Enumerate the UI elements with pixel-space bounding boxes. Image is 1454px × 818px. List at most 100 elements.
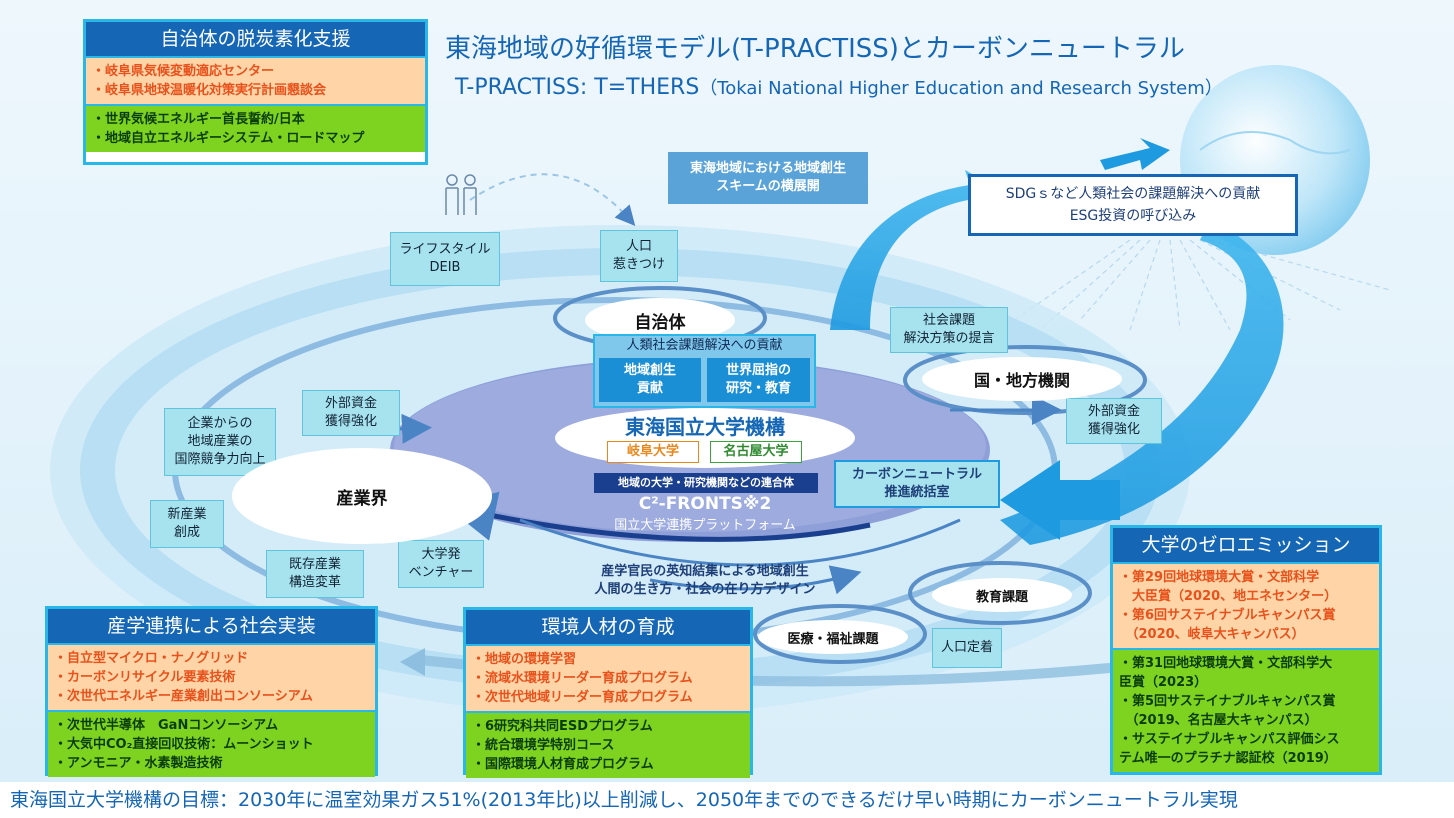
list-item: ・第5回サステイナブルキャンパス賞 [1119, 694, 1336, 709]
label-line: 獲得強化 [324, 414, 377, 429]
list-item: ・地域の環境学習 [472, 652, 577, 667]
label-line: 惹きつけ [612, 257, 665, 272]
box-line: 研究・教育 [725, 381, 791, 396]
callout-line: スキームの横展開 [716, 179, 820, 194]
label-population: 人口惹きつけ [600, 230, 678, 282]
list-item: ・岐阜県気候変動適応センター [92, 64, 275, 79]
panel-zero-emission: 大学のゼロエミッション ・第29回地球環境大賞・文部科学 大臣賞（2020、地エ… [1110, 525, 1382, 775]
label-cn-office: カーボンニュートラル推進統括室 [834, 460, 1000, 508]
label-company: 企業からの地域産業の国際競争力向上 [164, 408, 276, 476]
platform-subtitle: 国立大学連携プラットフォーム [614, 518, 796, 533]
list-item: （2019、名古屋大キャンパス） [1119, 713, 1318, 728]
box-line: 地域創生 [623, 363, 676, 378]
panel-header: 産学連携による社会実装 [48, 609, 375, 643]
label-venture: 大学発ベンチャー [398, 540, 484, 588]
list-item: ・自立型マイクロ・ナノグリッド [54, 651, 249, 666]
list-item: ・次世代半導体 GaNコンソーシアム [54, 718, 279, 733]
list-item: ・カーボンリサイクル要素技術 [54, 670, 236, 685]
list-item: ・アンモニア・水素製造技術 [54, 756, 223, 771]
label-line: 大学発 [421, 547, 461, 562]
list-item: ・統合環境学特別コース [472, 738, 615, 753]
consortium-label: 地域の大学・研究機関などの連合体 [594, 473, 818, 493]
subtitle-paren: （Tokai National Higher Education and Res… [699, 78, 1223, 99]
label-ext-fund-left: 外部資金獲得強化 [302, 390, 400, 436]
list-item: ・世界気候エネルギー首長誓約/日本 [92, 112, 305, 127]
label-line: 獲得強化 [1087, 422, 1140, 437]
list-item: 臣賞（2023） [1119, 675, 1208, 690]
panel-local-gov-support: 自治体の脱炭素化支援 ・岐阜県気候変動適応センター ・岐阜県地球温暖化対策実行計… [83, 19, 428, 165]
box-line: 貢献 [636, 381, 663, 396]
panel-orange-list: ・第29回地球環境大賞・文部科学 大臣賞（2020、地エネセンター） ・第6回サ… [1113, 562, 1379, 648]
org-ellipse [555, 408, 855, 468]
list-item: 大臣賞（2020、地エネセンター） [1119, 589, 1338, 604]
org-name: 東海国立大学機構 [625, 415, 785, 439]
label-line: 新産業 [167, 507, 207, 522]
box-world-class: 世界屈指の研究・教育 [707, 358, 810, 402]
label-new-industry: 新産業創成 [150, 500, 224, 548]
list-item: ・第6回サステイナブルキャンパス賞 [1119, 608, 1336, 623]
label-lifestyle: ライフスタイル DEIB [390, 232, 500, 286]
panel-industry-collab: 産学連携による社会実装 ・自立型マイクロ・ナノグリッド ・カーボンリサイクル要素… [45, 606, 378, 777]
label-line: 解決方策の提言 [903, 331, 995, 346]
page-title: 東海地域の好循環モデル(T-PRACTISS)とカーボンニュートラル [445, 34, 1185, 64]
node-industry: 産業界 [232, 448, 492, 544]
label-social-issue: 社会課題解決方策の提言 [890, 307, 1008, 353]
panel-header: 大学のゼロエミッション [1113, 528, 1379, 562]
panel-header: 自治体の脱炭素化支援 [86, 22, 425, 56]
label-line: 既存産業 [288, 557, 341, 572]
center-contribution-title: 人類社会課題解決への貢献 [626, 338, 783, 353]
panel-orange-list: ・岐阜県気候変動適応センター ・岐阜県地球温暖化対策実行計画懇談会 [86, 56, 425, 104]
badge-gifu-univ: 岐阜大学 [607, 441, 699, 463]
diagram-canvas: 東海地域の好循環モデル(T-PRACTISS)とカーボンニュートラル T-PRA… [0, 0, 1454, 782]
sdgs-line: ESG投資の呼び込み [1069, 208, 1197, 224]
panel-green-list: ・世界気候エネルギー首長誓約/日本 ・地域自立エネルギーシステム・ロードマップ [86, 104, 425, 152]
node-medical-welfare: 医療・福祉課題 [758, 620, 908, 654]
list-item: ・大気中CO₂直接回収技術：ムーンショット [54, 737, 314, 752]
list-item: テム唯一のプラチナ認証校（2019） [1119, 751, 1337, 766]
panel-orange-list: ・地域の環境学習 ・流域水環境リーダー育成プログラム ・次世代地域リーダー育成プ… [466, 644, 750, 711]
label-line: 企業からの [187, 416, 253, 431]
list-item: ・サステイナブルキャンパス評価シス [1119, 732, 1340, 747]
panel-header: 環境人材の育成 [466, 610, 750, 644]
panel-green-list: ・6研究科共同ESDプログラム ・統合環境学特別コース ・国際環境人材育成プログ… [466, 711, 750, 778]
sdgs-line: SDGｓなど人類社会の課題解決への貢献 [1005, 186, 1261, 202]
list-item: ・岐阜県地球温暖化対策実行計画懇談会 [92, 83, 327, 98]
label-line: 創成 [173, 525, 200, 540]
panel-orange-list: ・自立型マイクロ・ナノグリッド ・カーボンリサイクル要素技術 ・次世代エネルギー… [48, 643, 375, 710]
list-item: ・地域自立エネルギーシステム・ロードマップ [92, 131, 365, 146]
list-item: ・第31回地球環境大賞・文部科学大 [1119, 656, 1333, 671]
footer-goal: 東海国立大学機構の目標：2030年に温室効果ガス51%(2013年比)以上削減し… [0, 782, 1454, 818]
label-line: 社会課題 [922, 313, 975, 328]
label-line: ライフスタイル [399, 242, 491, 257]
label-line: カーボンニュートラル [851, 467, 982, 482]
box-line: 世界屈指の [725, 363, 791, 378]
page-subtitle: T-PRACTISS: T=THERS（Tokai National Highe… [455, 74, 1223, 100]
badge-nagoya-univ: 名古屋大学 [710, 441, 802, 463]
label-existing-industry: 既存産業構造変革 [266, 550, 364, 598]
sdgs-box: SDGｓなど人類社会の課題解決への貢献 ESG投資の呼び込み [968, 174, 1298, 236]
list-item: ・国際環境人材育成プログラム [472, 757, 654, 772]
dashed-arrow [469, 173, 636, 227]
panel-env-talent: 環境人材の育成 ・地域の環境学習 ・流域水環境リーダー育成プログラム ・次世代地… [463, 607, 753, 778]
list-item: ・次世代地域リーダー育成プログラム [472, 690, 693, 705]
callout-scheme-expansion: 東海地域における地域創生 スキームの横展開 [668, 152, 868, 204]
subtitle-main: T-PRACTISS: T=THERS [455, 75, 700, 100]
label-ext-fund-right: 外部資金獲得強化 [1066, 398, 1162, 444]
label-line: 外部資金 [1087, 404, 1140, 419]
label-population-settle: 人口定着 [932, 628, 1002, 668]
center-note: 産学官民の英知結集による地域創生 人間の生き方・社会の在り方デザイン [560, 563, 850, 599]
people-icon [445, 174, 477, 215]
list-item: ・流域水環境リーダー育成プログラム [472, 671, 693, 686]
label-line: 人口 [625, 239, 652, 254]
box-regional-creation: 地域創生貢献 [599, 358, 701, 402]
note-line: 人間の生き方・社会の在り方デザイン [594, 582, 816, 597]
note-line: 産学官民の英知結集による地域創生 [601, 564, 809, 579]
label-line: ベンチャー [408, 565, 474, 580]
node-education-issue: 教育課題 [932, 578, 1072, 612]
list-item: （2020、岐阜大キャンパス） [1119, 627, 1305, 642]
callout-line: 東海地域における地域創生 [689, 161, 846, 176]
label-line: DEIB [429, 260, 461, 275]
center-contribution-box: 人類社会課題解決への貢献 地域創生貢献 世界屈指の研究・教育 [593, 334, 816, 408]
label-line: 推進統括室 [884, 485, 950, 500]
list-item: ・第29回地球環境大賞・文部科学 [1119, 570, 1320, 585]
